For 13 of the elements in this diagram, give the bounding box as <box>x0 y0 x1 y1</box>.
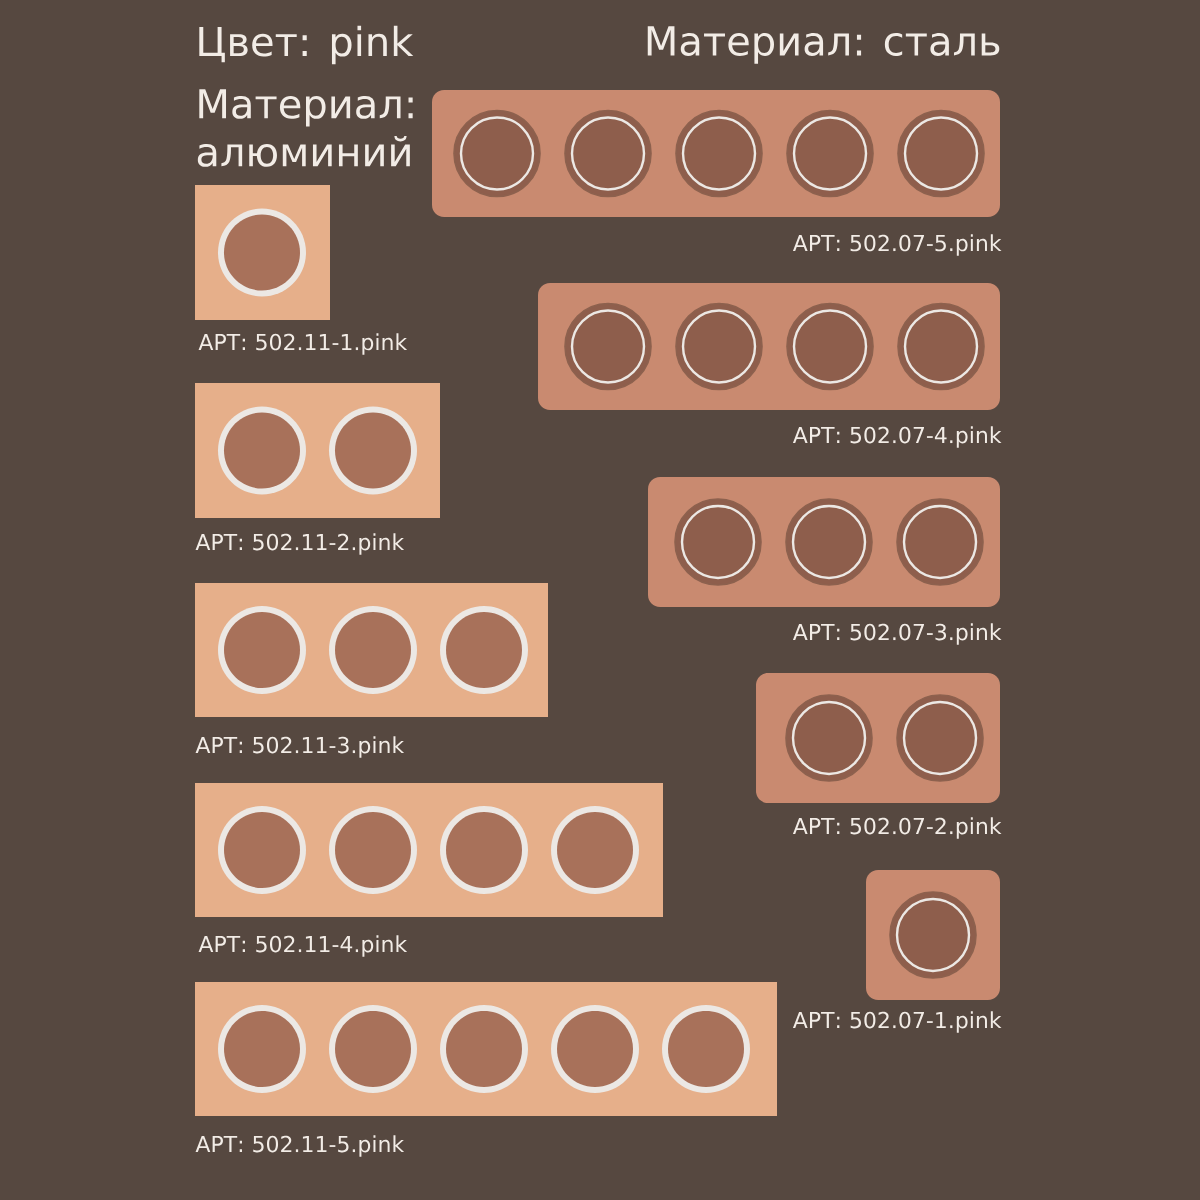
article-label: АРТ: 502.07-1.pink <box>792 1011 1002 1033</box>
heading: Материал: сталь <box>647 26 1000 64</box>
article-label: АРТ: 502.11-3.pink <box>195 736 405 758</box>
article-label: АРТ: 502.11-4.pink <box>198 935 408 957</box>
article-label: АРТ: 502.11-2.pink <box>195 533 405 555</box>
article-label: АРТ: 502.11-1.pink <box>198 333 408 355</box>
heading: Материал: алюминий <box>197 89 413 167</box>
article-label: АРТ: 502.07-4.pink <box>792 426 1002 448</box>
article-label: АРТ: 502.07-5.pink <box>792 234 1002 256</box>
article-label: АРТ: 502.11-5.pink <box>195 1135 405 1157</box>
heading: Цвет: pink <box>199 25 414 65</box>
article-label: АРТ: 502.07-2.pink <box>792 817 1002 839</box>
article-label: АРТ: 502.07-3.pink <box>792 623 1002 645</box>
